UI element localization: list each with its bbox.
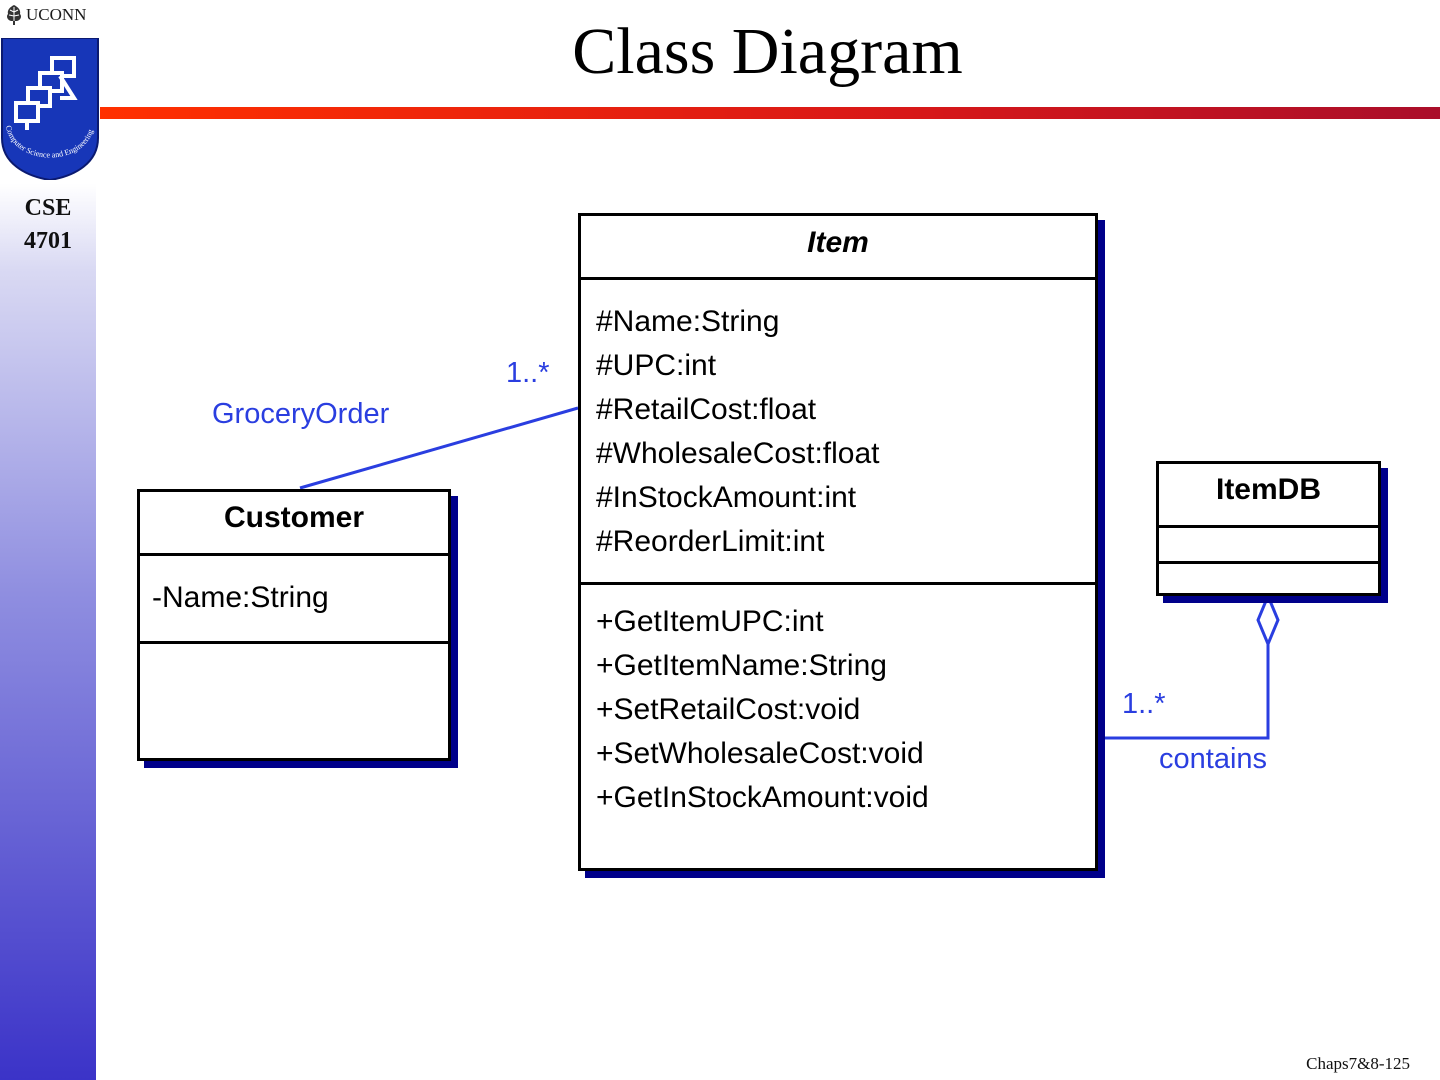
oak-leaf-icon bbox=[7, 5, 21, 25]
class-item-attributes: #Name:String #UPC:int #RetailCost:float … bbox=[581, 280, 1095, 585]
class-item-name: Item bbox=[581, 216, 1095, 280]
attribute: #InStockAmount:int bbox=[596, 481, 857, 514]
class-itemdb-attributes bbox=[1159, 528, 1378, 564]
class-customer-name: Customer bbox=[140, 492, 448, 556]
course-dept: CSE bbox=[24, 195, 72, 221]
attribute: #RetailCost:float bbox=[596, 393, 817, 426]
operation: +SetRetailCost:void bbox=[596, 693, 861, 726]
network-computers-icon bbox=[14, 56, 78, 130]
multiplicity-contains: 1..* bbox=[1122, 688, 1166, 720]
contains-association-line bbox=[1098, 642, 1270, 740]
class-item-operations: +GetItemUPC:int +GetItemName:String +Set… bbox=[581, 585, 1095, 820]
association-name-contains: contains bbox=[1159, 743, 1268, 775]
attribute: #WholesaleCost:float bbox=[596, 437, 880, 470]
class-itemdb[interactable]: ItemDB bbox=[1156, 461, 1381, 596]
attribute: #ReorderLimit:int bbox=[596, 525, 825, 558]
attribute: -Name:String bbox=[152, 581, 329, 614]
university-logo: UCONN bbox=[4, 4, 86, 26]
university-name: UCONN bbox=[26, 5, 87, 24]
class-customer[interactable]: Customer -Name:String bbox=[137, 489, 451, 761]
sidebar bbox=[0, 0, 96, 1080]
course-number: 4701 bbox=[24, 228, 72, 254]
slide-footer: Chaps7&8-125 bbox=[1306, 1054, 1410, 1073]
operation: +GetItemName:String bbox=[596, 649, 887, 682]
operation: +SetWholesaleCost:void bbox=[596, 737, 924, 770]
association-name-grocery-order: GroceryOrder bbox=[212, 398, 390, 430]
multiplicity-grocery-order: 1..* bbox=[506, 357, 550, 389]
department-logo: Computer Science and Engineering bbox=[1, 38, 99, 180]
slide-title: Class Diagram bbox=[572, 15, 963, 88]
class-customer-attributes: -Name:String bbox=[140, 556, 448, 644]
operation: +GetItemUPC:int bbox=[596, 605, 824, 638]
title-accent-bar bbox=[100, 107, 1440, 119]
aggregation-diamond-icon bbox=[1256, 592, 1280, 648]
grocery-order-association-line bbox=[299, 406, 579, 490]
operation: +GetInStockAmount:void bbox=[596, 781, 929, 814]
attribute: #UPC:int bbox=[596, 349, 717, 382]
attribute: #Name:String bbox=[596, 305, 780, 338]
class-itemdb-name: ItemDB bbox=[1159, 464, 1378, 528]
class-item[interactable]: Item #Name:String #UPC:int #RetailCost:f… bbox=[578, 213, 1098, 871]
course-label: CSE 4701 bbox=[0, 192, 96, 258]
item-bottom-marks bbox=[658, 870, 828, 878]
